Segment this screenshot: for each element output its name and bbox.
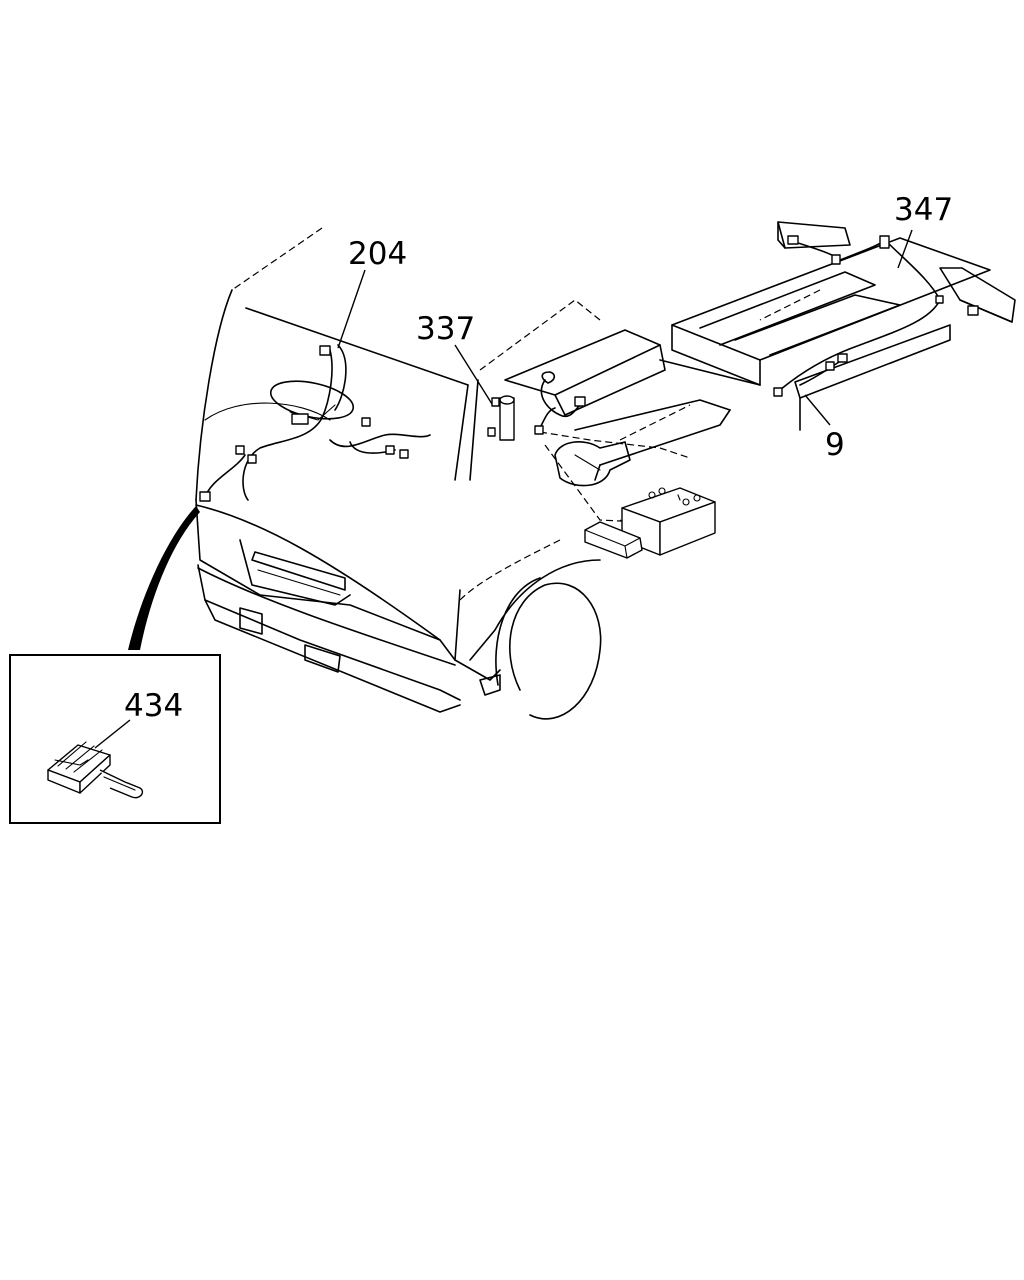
connector-block-icon <box>967 305 979 316</box>
connector-block-icon <box>199 491 211 502</box>
leader-347 <box>897 229 913 269</box>
connector-block-icon <box>773 387 783 397</box>
harness-chassis-wiring <box>773 235 979 397</box>
connector-block-icon <box>487 427 496 437</box>
connector-block-icon <box>491 397 500 407</box>
inset-detail-box <box>9 654 221 824</box>
connector-block-icon <box>935 295 944 304</box>
connector-block-icon <box>574 396 586 407</box>
leader-434 <box>94 719 131 749</box>
harness-cab-wiring <box>199 344 431 502</box>
callout-337: 337 <box>416 311 475 347</box>
callout-347: 347 <box>894 192 953 228</box>
detail-pointer <box>128 506 200 650</box>
step-box <box>584 521 643 559</box>
connector-block-icon <box>837 353 848 363</box>
leader-204 <box>337 269 366 349</box>
harness-engine-wiring <box>487 371 586 437</box>
connector-block-icon <box>361 417 371 427</box>
connector-block-icon <box>247 454 257 464</box>
connector-block-icon <box>879 235 890 249</box>
front-wheel <box>479 577 602 720</box>
leader-337 <box>454 344 493 405</box>
connector-block-icon <box>787 235 799 245</box>
connector-block-icon <box>831 254 841 265</box>
leader-9 <box>804 394 831 426</box>
chassis-frame <box>659 221 1016 431</box>
engine-area <box>499 329 731 546</box>
connector-block-icon <box>534 425 544 435</box>
connector-block-icon <box>319 345 331 356</box>
connector-block-icon <box>399 449 409 459</box>
truck-cab <box>195 227 601 713</box>
connector-434-icon <box>47 741 144 799</box>
callout-204: 204 <box>348 236 407 272</box>
connector-block-icon <box>385 445 395 455</box>
callout-434: 434 <box>124 688 183 724</box>
connector-block-icon <box>235 445 245 455</box>
connector-block-icon <box>825 361 835 371</box>
callout-9: 9 <box>825 427 845 463</box>
